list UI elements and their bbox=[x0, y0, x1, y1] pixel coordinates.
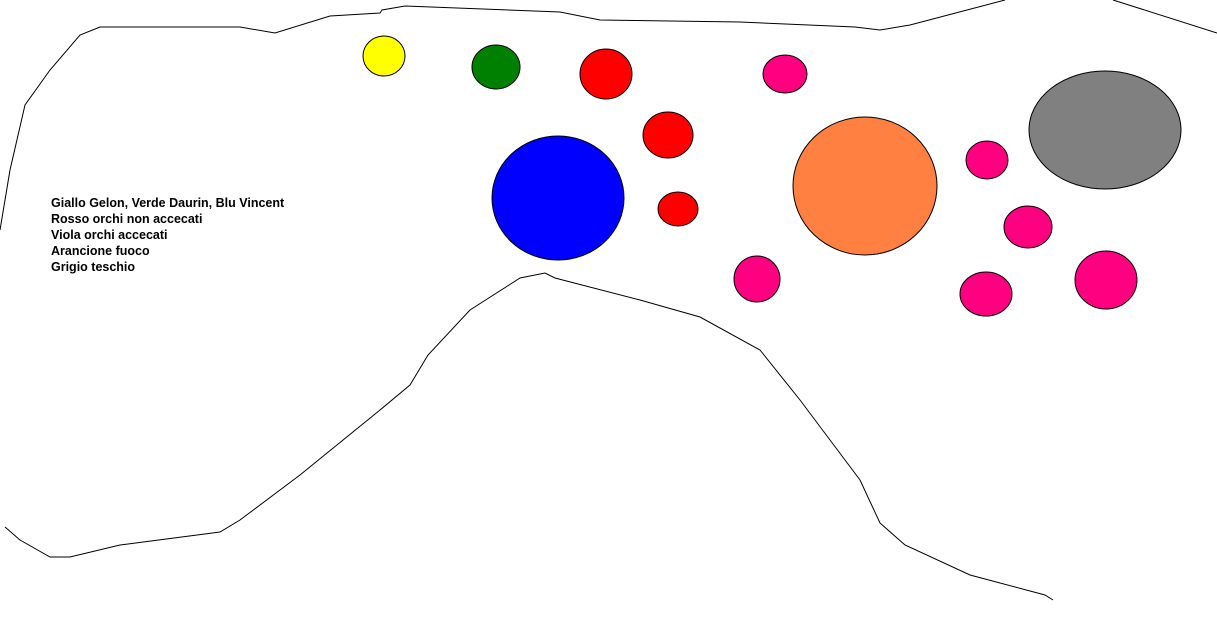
pink-circle-orc bbox=[959, 271, 1013, 317]
green-circle-daurin bbox=[471, 44, 521, 90]
pink-circle-orc bbox=[762, 54, 808, 94]
yellow-circle-gelon bbox=[362, 35, 406, 77]
bottom-boundary-line bbox=[4, 272, 1054, 601]
top-right-boundary-line bbox=[1112, 0, 1217, 34]
legend-line-pink: Viola orchi accecati bbox=[51, 228, 168, 242]
pink-circle-orc bbox=[965, 140, 1009, 180]
orange-circle-fire bbox=[792, 116, 938, 256]
legend-line-red: Rosso orchi non accecati bbox=[51, 212, 203, 226]
legend-line-gray: Grigio teschio bbox=[51, 260, 136, 274]
legend-line-orange: Arancione fuoco bbox=[51, 244, 150, 258]
pink-circle-orc bbox=[1003, 205, 1053, 249]
pink-circle-orc bbox=[1074, 250, 1138, 310]
gray-circle-skull bbox=[1028, 70, 1182, 190]
red-circle-orc bbox=[657, 191, 699, 227]
top-boundary-line bbox=[0, 0, 1006, 231]
pink-circle-orc bbox=[733, 255, 781, 303]
legend: Giallo Gelon, Verde Daurin, Blu Vincent … bbox=[51, 195, 284, 275]
legend-line-heroes: Giallo Gelon, Verde Daurin, Blu Vincent bbox=[51, 196, 285, 210]
blue-circle-vincent bbox=[491, 135, 625, 261]
red-circle-orc bbox=[642, 111, 694, 159]
red-circle-orc bbox=[579, 48, 633, 100]
